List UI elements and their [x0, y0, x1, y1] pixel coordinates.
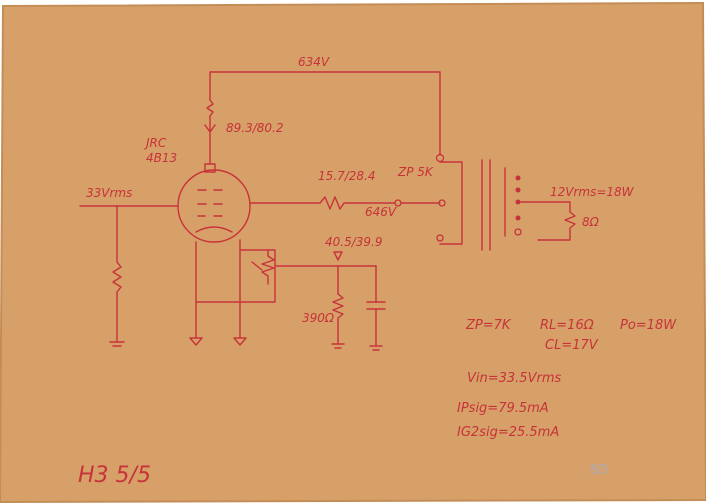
ground-icon — [233, 337, 247, 346]
plate-current-label: 89.3/80.2 — [226, 121, 283, 135]
signature: H3 5/5 — [78, 463, 151, 488]
notes: ZP=7K RL=16Ω Po=18W CL=17V Vin=33.5Vrms … — [457, 318, 677, 440]
arrow-icon — [333, 251, 343, 261]
resistor-icon — [319, 196, 396, 210]
cathode-current-label: 40.5/39.9 — [325, 235, 382, 249]
cathode-resistor-label: 390Ω — [302, 311, 335, 325]
transformer-icon: ZP 5K 12Vrms=18W 8Ω — [397, 159, 635, 251]
note-vin: Vin=33.5Vrms — [467, 371, 561, 386]
note-po: Po=18W — [620, 318, 677, 333]
screen-current-label: 15.7/28.4 — [318, 169, 375, 183]
capacitor-icon — [366, 301, 386, 347]
tube-type-label: 4B13 — [146, 151, 177, 165]
ground-icon — [331, 343, 345, 349]
resistor-icon — [206, 99, 214, 117]
b-plus-label: 634V — [298, 55, 330, 69]
note-ip-sig: IPsig=79.5mA — [457, 401, 549, 416]
load-resistor-label: 8Ω — [582, 215, 600, 229]
secondary-output-label: 12Vrms=18W — [550, 185, 635, 199]
note-cl: CL=17V — [545, 338, 599, 353]
cathode-branch: 40.5/39.9 390Ω — [189, 235, 386, 351]
resistor-icon — [261, 249, 275, 285]
tube-name-label: JRC — [144, 136, 167, 150]
input-branch: 33Vrms — [79, 186, 179, 347]
resistor-icon — [537, 211, 576, 241]
ground-icon — [189, 337, 203, 346]
screen-voltage-label: 646V — [365, 205, 397, 219]
note-rl: RL=16Ω — [540, 318, 594, 333]
resistor-icon — [112, 261, 122, 343]
note-ig2-sig: IG2sig=25.5mA — [457, 425, 559, 440]
plate-branch: 89.3/80.2 — [204, 99, 283, 173]
ground-icon — [369, 345, 383, 351]
pencil-mark: 8D — [590, 463, 608, 478]
input-level-label: 33Vrms — [86, 186, 132, 200]
footer: H3 5/5 8D — [78, 463, 608, 488]
resistor-icon — [332, 293, 344, 345]
b-plus-line: 634V — [209, 55, 445, 163]
tube-icon: JRC 4B13 — [144, 136, 251, 243]
ground-icon — [109, 341, 125, 347]
primary-impedance-label: ZP 5K — [397, 165, 434, 179]
screen-branch: 15.7/28.4 646V — [249, 169, 446, 219]
note-zp: ZP=7K — [465, 318, 512, 333]
arrow-icon — [204, 115, 216, 136]
